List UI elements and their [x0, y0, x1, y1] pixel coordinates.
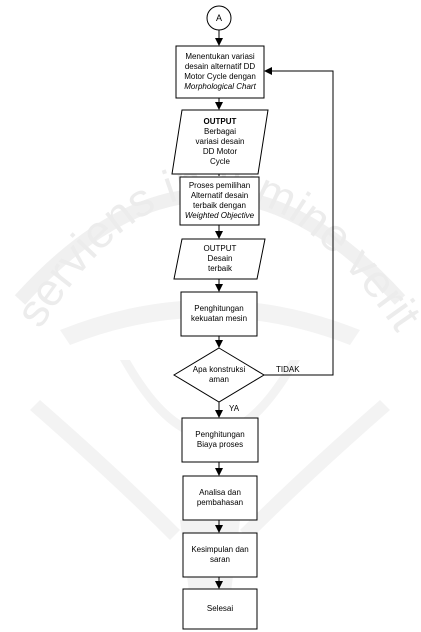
engine-line-1: Penghitungan: [194, 304, 244, 313]
analysis-label: Analisa dan pembahasan: [183, 476, 257, 520]
output1-line-3: variasi desain: [195, 137, 245, 146]
output1-line-5: Cycle: [209, 157, 230, 166]
variation-label: Menentukan variasi desain alternatif DD …: [176, 46, 264, 98]
variation-line-4: Morphological Chart: [184, 82, 256, 91]
arrow-loop-no: [264, 67, 334, 376]
conclusion-line-1: Kesimpulan dan: [191, 545, 249, 554]
selection-line-1: Proses pemilihan: [188, 181, 251, 190]
cost-line-1: Penghitungan: [195, 430, 245, 439]
output1-line-1: OUTPUT: [203, 117, 237, 126]
cost-box: [181, 417, 259, 463]
variation-line-2: desain alternatif DD: [184, 62, 256, 71]
finish-line-1: Selesai: [206, 604, 234, 613]
edge-label-yes: YA: [229, 404, 240, 413]
selection-line-3: terbaik dengan: [193, 201, 246, 210]
analysis-box: [182, 475, 258, 521]
output1-parallelogram: [171, 109, 269, 175]
finish-box: [182, 588, 258, 630]
decision-line-2: aman: [208, 375, 229, 384]
variation-box: [175, 45, 265, 99]
output1-label: OUTPUT Berbagai variasi desain DD Motor …: [176, 110, 264, 174]
engine-line-2: kekuatan mesin: [190, 314, 248, 323]
edge-label-no: TIDAK: [276, 365, 300, 374]
conclusion-box: [182, 532, 258, 578]
variation-line-3: Motor Cycle dengan: [184, 72, 256, 81]
selection-line-2: Alternatif desain: [190, 191, 249, 200]
engine-label: Penghitungan kekuatan mesin: [181, 292, 257, 336]
selection-box: [179, 176, 260, 226]
analysis-line-2: pembahasan: [196, 498, 244, 507]
selection-label: Proses pemilihan Alternatif desain terba…: [180, 177, 259, 225]
analysis-line-1: Analisa dan: [199, 488, 241, 497]
selection-line-4: Weighted Objective: [184, 211, 255, 220]
decision-line-1: Apa konstruksi: [192, 365, 246, 374]
output2-label: OUTPUT Desain terbaik: [178, 239, 262, 279]
decision-label: Apa konstruksi aman: [178, 360, 260, 390]
conclusion-label: Kesimpulan dan saran: [183, 533, 257, 577]
cost-label: Penghitungan Biaya proses: [182, 418, 258, 462]
output2-line-3: terbaik: [207, 264, 232, 273]
conclusion-line-2: saran: [209, 555, 230, 564]
variation-line-1: Menentukan variasi: [185, 52, 255, 61]
output1-line-4: DD Motor: [202, 147, 238, 156]
output2-line-1: OUTPUT: [203, 244, 237, 253]
output2-parallelogram: [173, 238, 266, 280]
connector-label-text: A: [215, 13, 222, 23]
finish-label: Selesai: [183, 589, 257, 629]
connector-label: A: [207, 8, 231, 28]
output1-line-2: Berbagai: [203, 127, 237, 136]
output2-line-2: Desain: [207, 254, 233, 263]
cost-line-2: Biaya proses: [196, 440, 244, 449]
